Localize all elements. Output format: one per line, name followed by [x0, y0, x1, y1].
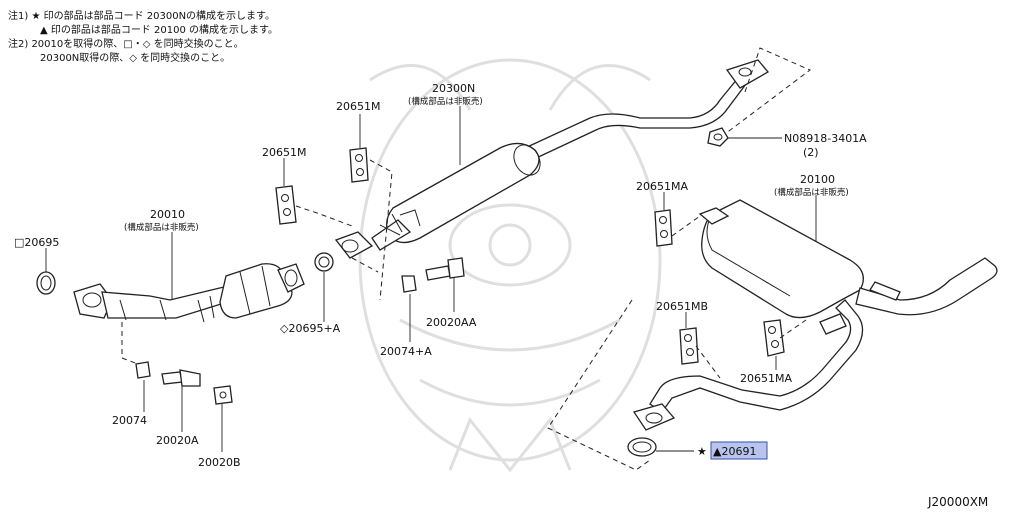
label-20020A: 20020A [156, 434, 199, 447]
label-08918-qty: (2) [803, 146, 819, 159]
label-20300N: 20300N [432, 82, 475, 95]
label-20074A: 20074+A [380, 345, 432, 358]
label-20651MA-bottom: 20651MA [740, 372, 792, 385]
label-20651M-left: 20651M [262, 146, 306, 159]
bolt-20020AA [425, 257, 465, 281]
rubber-mount-20651M-top [349, 147, 369, 183]
note-line-4: 20300N取得の際、◇ を同時交換のこと。 [40, 51, 230, 64]
nut-20074 [135, 361, 151, 379]
label-20020AA: 20020AA [426, 316, 477, 329]
gasket-20695A [314, 252, 334, 272]
rubber-mount-20651MA-bottom [763, 319, 785, 357]
center-muffler-20300N [334, 59, 769, 259]
watermark-emblem [358, 58, 662, 473]
highlight-20691[interactable] [710, 441, 768, 460]
rubber-mount-20651MA-top [654, 209, 673, 247]
label-20020B: 20020B [198, 456, 241, 469]
label-20695A: ◇20695+A [280, 322, 341, 335]
note-line-2: ▲ 印の部品は部品コード 20100 の構成を示します。 [40, 23, 278, 36]
rear-muffler-20100 [632, 199, 998, 431]
label-20651MB: 20651MB [656, 300, 708, 313]
front-tube-20010 [73, 263, 305, 323]
label-20100: 20100 [800, 173, 835, 186]
label-20651M-top: 20651M [336, 100, 380, 113]
rubber-mount-20651MB [679, 327, 699, 365]
dashed-guides [121, 47, 811, 471]
diagram-code: J20000XM [927, 495, 988, 509]
gasket-20691 [627, 437, 657, 457]
label-20691[interactable]: ▲20691 [713, 445, 756, 458]
label-20010: 20010 [150, 208, 185, 221]
label-20100-sub: (構成部品は非販売) [774, 187, 849, 198]
label-20695: □20695 [14, 236, 59, 249]
leader-lines [45, 106, 817, 452]
label-20300N-sub: (構成部品は非販売) [408, 96, 483, 107]
label-20010-sub: (構成部品は非販売) [124, 222, 199, 233]
note-line-3: 注2) 20010を取得の際、□・◇ を同時交換のこと。 [8, 37, 244, 50]
bolt-20020A [161, 369, 201, 387]
rubber-mount-20651M-left [275, 185, 297, 225]
nut-20074A [401, 275, 417, 293]
nut-20020B [213, 385, 233, 405]
label-08918-3401A: N08918-3401A [784, 132, 867, 145]
nut-08918 [707, 127, 729, 147]
note-line-1: 注1) ★ 印の部品は部品コード 20300Nの構成を示します。 [8, 9, 275, 22]
label-20074: 20074 [112, 414, 147, 427]
gasket-20695 [36, 271, 56, 295]
label-20691-star: ★ [697, 445, 707, 458]
label-20651MA-top: 20651MA [636, 180, 688, 193]
